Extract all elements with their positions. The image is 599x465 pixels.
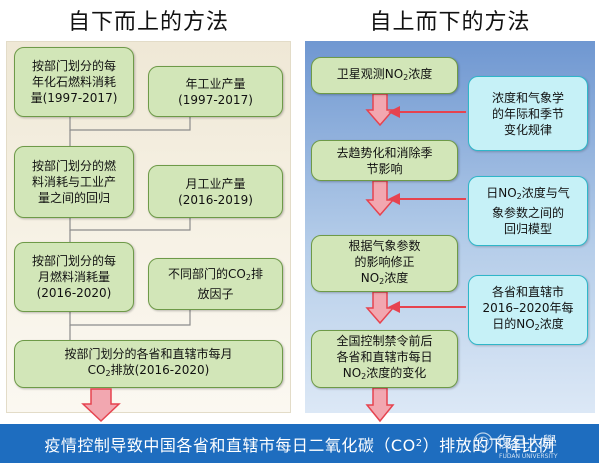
title-bottom-up: 自下而上的方法 — [67, 10, 229, 35]
connector-2 — [69, 218, 191, 231]
detrend-deseasonalize-box: 去趋势化和消除季节影响 — [311, 140, 458, 181]
fuel-output-regression-box: 按部门划分的燃料消耗与工业产量之间的回归 — [14, 146, 134, 218]
side-arrow-2 — [388, 193, 400, 205]
connector-3 — [69, 310, 191, 326]
monthly-industrial-output-box: 月工业产量(2016-2019) — [148, 165, 283, 218]
annual-fuel-consumption-box: 按部门划分的每年化石燃料消耗量(1997-2017) — [14, 47, 134, 117]
regression-model-box: 日NO2浓度与气象参数之间的回归模型 — [468, 176, 588, 246]
interannual-seasonal-box: 浓度和气象学的年际和季节变化规律 — [468, 76, 588, 151]
right-arrow-2 — [365, 180, 395, 217]
right-arrow-4 — [365, 387, 395, 423]
fudan-logo: 復旦大學 FUDAN UNIVERSITY — [473, 427, 593, 461]
side-arrow-1 — [388, 106, 400, 118]
satellite-no2-box: 卫星观测NO2浓度 — [311, 57, 458, 94]
svg-text:復旦大學: 復旦大學 — [497, 433, 557, 451]
right-arrow-1 — [365, 93, 395, 127]
annual-industrial-output-box: 年工业产量(1997-2017) — [148, 66, 283, 117]
title-top-down: 自上而下的方法 — [369, 10, 531, 35]
connector-1 — [69, 117, 191, 131]
left-down-arrow — [81, 388, 121, 423]
emission-factor-box: 不同部门的CO2排放因子 — [148, 258, 283, 310]
svg-text:FUDAN UNIVERSITY: FUDAN UNIVERSITY — [499, 453, 558, 460]
right-arrow-3 — [365, 291, 395, 325]
side-arrow-3 — [388, 301, 400, 313]
monthly-fuel-consumption-box: 按部门划分的每月燃料消耗量(2016-2020) — [14, 242, 134, 312]
